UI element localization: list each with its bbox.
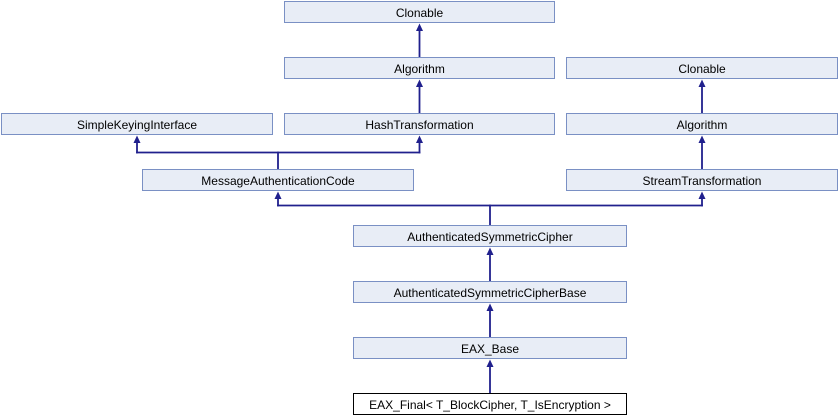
class-node-authenticated-symmetric-cipher[interactable]: AuthenticatedSymmetricCipher xyxy=(353,225,627,247)
inheritance-arrowhead-icon xyxy=(416,135,423,143)
inheritance-arrowhead-icon xyxy=(416,79,423,87)
class-node-label: StreamTransformation xyxy=(642,173,762,188)
class-node-label: SimpleKeyingInterface xyxy=(76,117,198,132)
inheritance-arrowhead-icon xyxy=(274,191,282,199)
class-node-eax-base[interactable]: EAX_Base xyxy=(353,337,627,359)
class-node-label: HashTransformation xyxy=(365,117,474,132)
inheritance-arrowhead-icon xyxy=(416,23,423,31)
class-node-eax-final: EAX_Final< T_BlockCipher, T_IsEncryption… xyxy=(353,393,627,415)
class-node-label: AuthenticatedSymmetricCipher xyxy=(407,229,573,244)
class-node-label: Clonable xyxy=(678,61,726,76)
class-node-algorithm-center[interactable]: Algorithm xyxy=(284,57,555,79)
class-node-algorithm-right[interactable]: Algorithm xyxy=(566,113,838,135)
class-node-label: EAX_Base xyxy=(460,341,520,356)
class-node-label: EAX_Final< T_BlockCipher, T_IsEncryption… xyxy=(369,397,611,412)
class-node-label: Clonable xyxy=(395,5,444,20)
inheritance-arrowhead-icon xyxy=(698,79,706,87)
class-node-clonable-top[interactable]: Clonable xyxy=(284,1,555,23)
class-node-label: AuthenticatedSymmetricCipherBase xyxy=(393,285,587,300)
class-node-message-authentication-code[interactable]: MessageAuthenticationCode xyxy=(142,169,414,191)
class-node-label: Algorithm xyxy=(394,61,445,76)
class-node-label: MessageAuthenticationCode xyxy=(201,173,355,188)
inheritance-arrowhead-icon xyxy=(698,191,706,199)
class-node-simple-keying-interface[interactable]: SimpleKeyingInterface xyxy=(1,113,273,135)
class-node-stream-transformation[interactable]: StreamTransformation xyxy=(566,169,838,191)
class-node-hash-transformation[interactable]: HashTransformation xyxy=(284,113,555,135)
inheritance-arrowhead-icon xyxy=(133,135,141,143)
inheritance-arrowhead-icon xyxy=(698,135,706,143)
class-node-label: Algorithm xyxy=(676,117,728,132)
inheritance-arrowhead-icon xyxy=(486,359,494,367)
class-node-clonable-right[interactable]: Clonable xyxy=(566,57,838,79)
inheritance-arrowhead-icon xyxy=(486,247,494,255)
inheritance-arrowhead-icon xyxy=(486,303,494,311)
class-node-authenticated-symmetric-cipher-base[interactable]: AuthenticatedSymmetricCipherBase xyxy=(353,281,627,303)
